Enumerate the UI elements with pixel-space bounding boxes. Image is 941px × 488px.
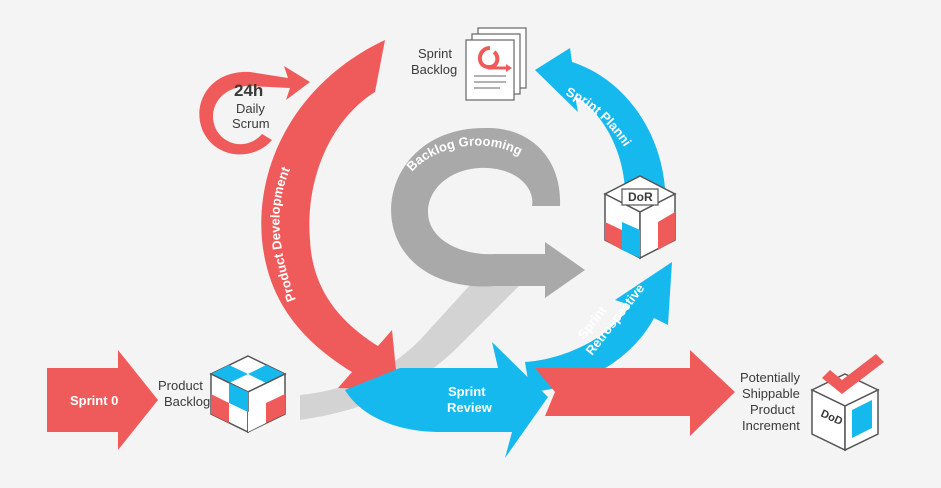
- sprint-backlog-line1: Sprint: [418, 46, 452, 61]
- sprint-zero-label: Sprint 0: [70, 393, 118, 408]
- sprint-review-line1: Sprint: [448, 384, 486, 399]
- sprint-backlog-line2: Backlog: [411, 62, 457, 77]
- document-icon: [465, 27, 527, 101]
- dor-label: DoR: [628, 190, 653, 204]
- backlog-grooming-arrow: [391, 127, 585, 299]
- check-icon: [822, 354, 884, 394]
- increment-line4: Increment: [742, 418, 800, 433]
- product-backlog-line1: Product: [158, 378, 203, 393]
- increment-arrow: [535, 350, 735, 436]
- daily-scrum-loop: [199, 66, 310, 155]
- product-backlog-line2: Backlog: [164, 394, 210, 409]
- sprint-zero-arrow: [47, 350, 158, 450]
- increment-line2: Shippable: [742, 386, 800, 401]
- sprint-review-line2: Review: [447, 400, 493, 415]
- dor-cube: [603, 175, 677, 260]
- dod-cube: [810, 354, 884, 452]
- sprint-retrospective-arrow: [525, 262, 672, 392]
- sprint-review-arrow: [345, 342, 548, 458]
- daily-scrum-line2: Scrum: [232, 116, 270, 131]
- increment-line3: Product: [750, 402, 795, 417]
- daily-scrum-line1: Daily: [236, 101, 265, 116]
- product-development-arrow: [261, 40, 398, 390]
- increment-line1: Potentially: [740, 370, 800, 385]
- daily-scrum-hours: 24h: [234, 81, 263, 100]
- sprint-planning-arrow: [535, 48, 665, 188]
- product-backlog-cube: [209, 355, 287, 434]
